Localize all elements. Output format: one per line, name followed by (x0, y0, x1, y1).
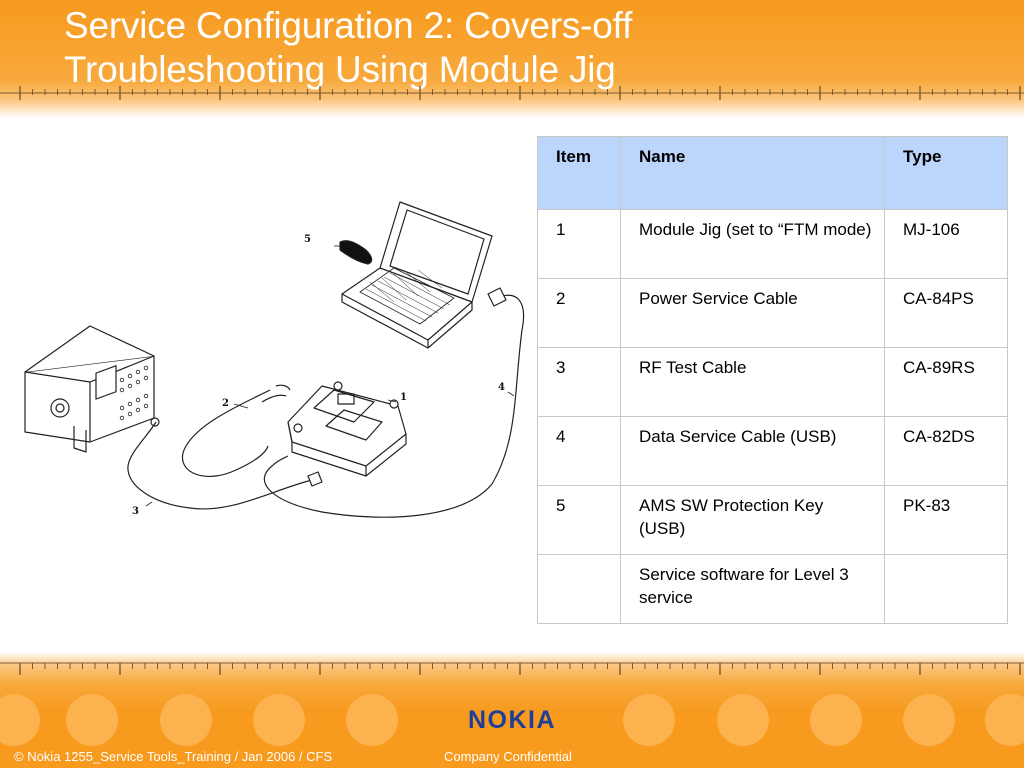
cell-type: CA-82DS (884, 416, 1008, 486)
cell-type: PK-83 (884, 485, 1008, 555)
laptop-illustration (341, 201, 493, 349)
cell-item: 4 (537, 416, 621, 486)
table-row: 3 RF Test Cable CA-89RS (537, 347, 1008, 417)
cell-item: 1 (537, 209, 621, 279)
column-header-type: Type (884, 136, 1008, 210)
cell-name: Service software for Level 3 service (620, 554, 885, 624)
parts-table: Item Name Type 1 Module Jig (set to “FTM… (537, 136, 1008, 624)
cell-name: AMS SW Protection Key (USB) (620, 485, 885, 555)
decor-circle (0, 694, 40, 746)
table-row: Service software for Level 3 service (537, 554, 1008, 624)
footer-confidential: Company Confidential (444, 749, 572, 764)
decor-circle (66, 694, 118, 746)
data-cable-plug (487, 287, 507, 307)
decor-circle (160, 694, 212, 746)
decor-circle (985, 694, 1024, 746)
decor-circle (717, 694, 769, 746)
cell-type: MJ-106 (884, 209, 1008, 279)
power-cable (181, 389, 271, 478)
table-row: 1 Module Jig (set to “FTM mode) MJ-106 (537, 209, 1008, 279)
ruler-bottom (0, 662, 1024, 675)
cell-item: 3 (537, 347, 621, 417)
callout-2: 2 (222, 398, 229, 409)
nokia-logo: NOKIA (468, 706, 556, 732)
table-row: 5 AMS SW Protection Key (USB) PK-83 (537, 485, 1008, 555)
setup-diagram: 1 2 3 4 5 (24, 201, 525, 518)
decor-circle (903, 694, 955, 746)
decor-circle (810, 694, 862, 746)
table-row: 4 Data Service Cable (USB) CA-82DS (537, 416, 1008, 486)
footer-band: NOKIA © Nokia 1255_Service Tools_Trainin… (0, 652, 1024, 768)
cell-item: 2 (537, 278, 621, 348)
column-header-item: Item (537, 136, 621, 210)
cell-name: Power Service Cable (620, 278, 885, 348)
title-line-2: Troubleshooting Using Module Jig (64, 49, 616, 90)
callout-1: 1 (400, 392, 407, 403)
callout-5: 5 (304, 234, 311, 245)
decor-circle (346, 694, 398, 746)
rf-cable-plug (307, 471, 323, 487)
ruler-top (0, 86, 1024, 100)
header-band: Service Configuration 2: Covers-off Trou… (0, 0, 1024, 118)
data-cable (263, 294, 525, 518)
footer-copyright: © Nokia 1255_Service Tools_Training / Ja… (14, 749, 333, 764)
rf-tester-illustration (24, 325, 160, 453)
cell-type (884, 554, 1008, 624)
cell-item (537, 554, 621, 624)
cell-name: Module Jig (set to “FTM mode) (620, 209, 885, 279)
column-header-name: Name (620, 136, 885, 210)
cell-item: 5 (537, 485, 621, 555)
power-cable-b (261, 384, 291, 403)
nokia-logo-text: NOKIA (468, 706, 556, 732)
usb-key-illustration (339, 240, 373, 265)
module-jig-illustration (287, 381, 407, 477)
rf-cable (127, 421, 313, 510)
cell-name: RF Test Cable (620, 347, 885, 417)
title-line-1: Service Configuration 2: Covers-off (64, 5, 633, 46)
table-row: 2 Power Service Cable CA-84PS (537, 278, 1008, 348)
callout-4: 4 (498, 382, 505, 393)
cell-name: Data Service Cable (USB) (620, 416, 885, 486)
cell-type: CA-89RS (884, 347, 1008, 417)
cell-type: CA-84PS (884, 278, 1008, 348)
slide-title: Service Configuration 2: Covers-off Trou… (64, 4, 632, 92)
callout-3: 3 (132, 506, 139, 517)
decor-circle (253, 694, 305, 746)
decor-circle (623, 694, 675, 746)
table-header-row: Item Name Type (537, 136, 1008, 210)
